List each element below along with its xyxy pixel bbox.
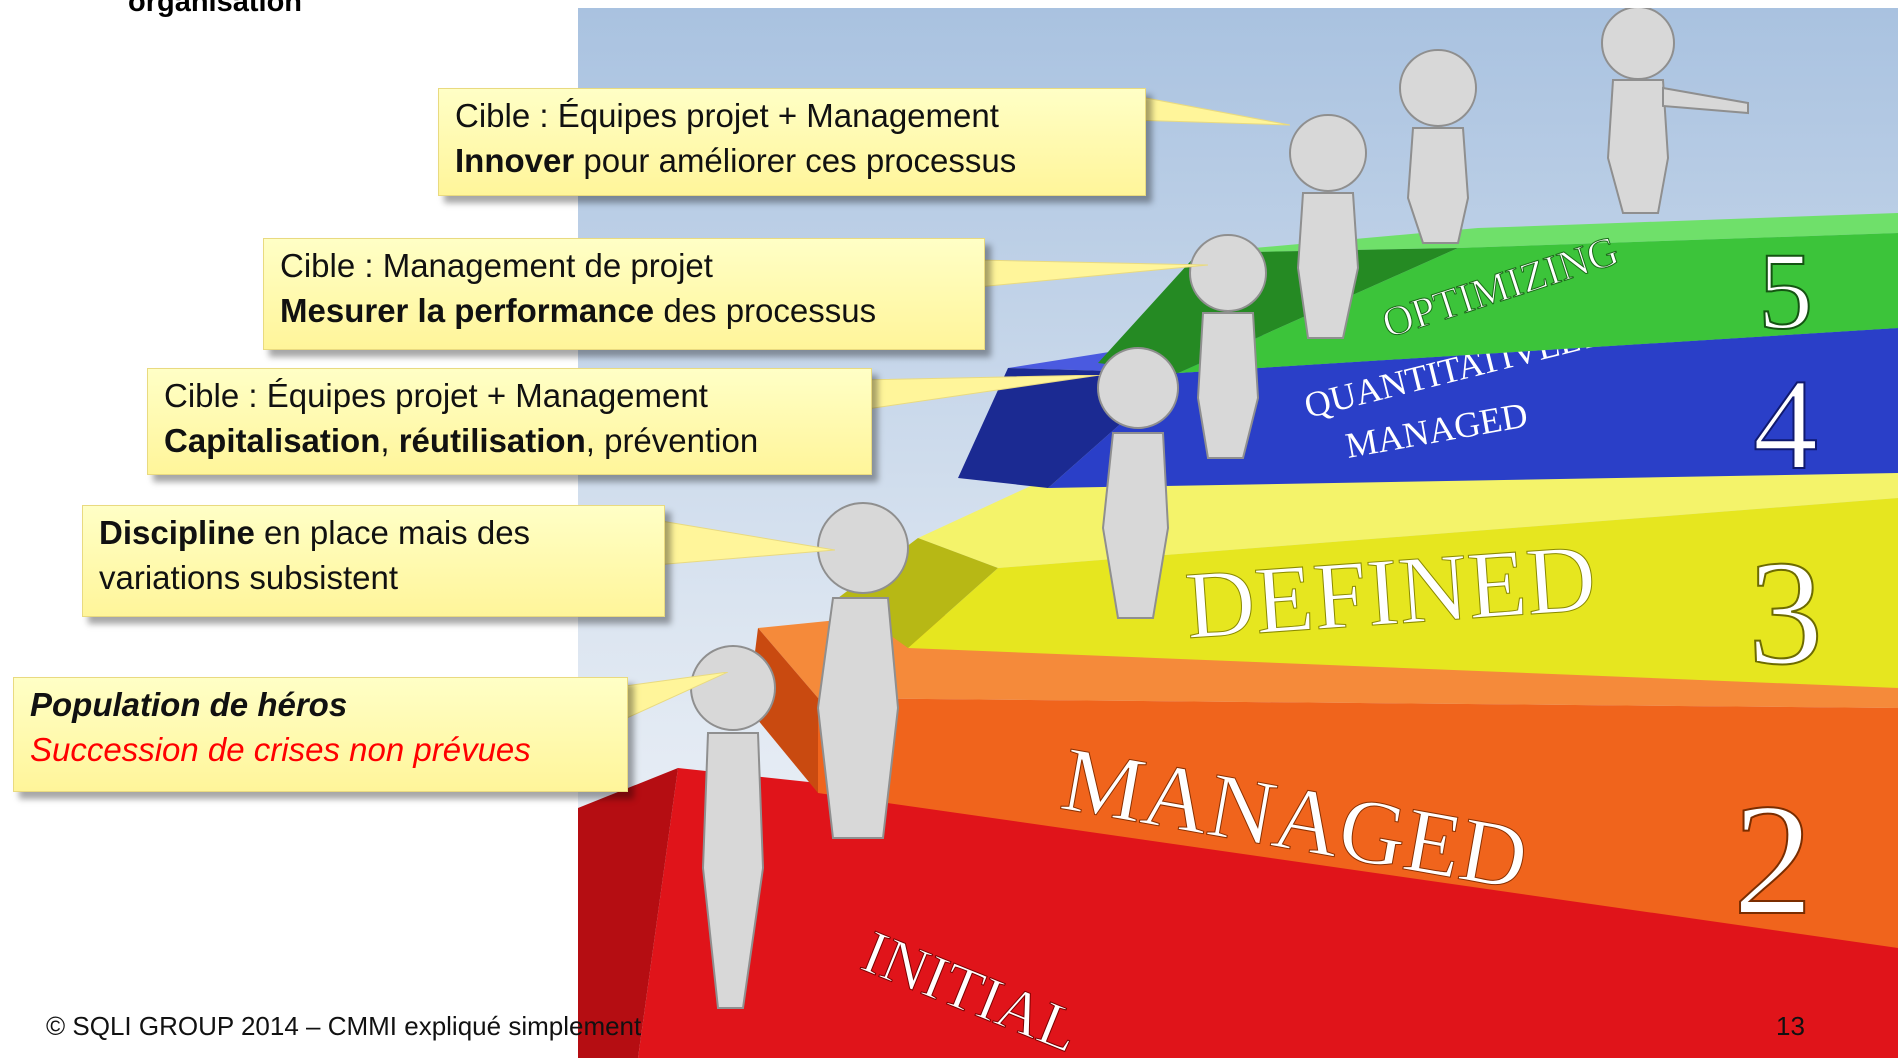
step-4-number: 4 (1753, 353, 1818, 497)
step-4-face (1048, 328, 1898, 488)
page-number: 13 (1776, 1011, 1805, 1041)
step-2-face (818, 698, 1898, 948)
callout-level-2-tail (655, 519, 835, 566)
callout-level-3-tail (860, 375, 1100, 411)
callout-level-3-separator: , (380, 422, 399, 459)
step-5-face (1178, 233, 1898, 373)
figure-level-1 (690, 645, 776, 1009)
callout-level-3-text: , prévention (585, 422, 759, 459)
callout-level-1-title: Population de héros (30, 686, 348, 723)
callout-level-4-text: des processus (654, 292, 877, 329)
callout-level-1-tail (618, 672, 728, 723)
callout-level-4-tail (978, 259, 1208, 288)
figure-level-3 (1097, 347, 1179, 619)
step-1-top (638, 768, 1898, 1058)
step-5-number: 5 (1758, 230, 1813, 352)
callout-level-1: Population de héros Succession de crises… (13, 677, 628, 792)
step-3-number: 3 (1748, 530, 1823, 696)
slide-heading: organisation (128, 0, 303, 18)
callout-level-5-tail (1130, 94, 1290, 126)
callout-level-2-text-2: variations subsistent (99, 559, 398, 596)
step-3-face (908, 498, 1898, 688)
figure-level-5a (1289, 114, 1367, 339)
callout-level-2: Discipline en place mais des variations … (82, 505, 665, 617)
callout-level-5-keyword: Innover (455, 142, 575, 179)
figure-level-5b (1399, 49, 1477, 244)
cmmi-staircase-illustration: INITIAL MANAGED 2 DEFINED 3 QUANTITATIVE… (578, 8, 1898, 1058)
callout-level-4-target: Cible : Management de projet (280, 247, 713, 284)
figure-level-4 (1189, 234, 1267, 459)
callout-level-1-text: Succession de crises non prévues (30, 731, 531, 768)
callout-level-2-text: en place mais des (254, 514, 531, 551)
footer-copyright: © SQLI GROUP 2014 – CMMI expliqué simple… (46, 1011, 642, 1041)
callout-level-3-target: Cible : Équipes projet + Management (164, 377, 708, 414)
step-1-face (578, 768, 678, 1058)
figure-level-5c (1601, 8, 1749, 214)
callout-level-2-keyword: Discipline (99, 514, 255, 551)
callout-level-3-keyword-1: Capitalisation (164, 422, 381, 459)
callout-level-5: Cible : Équipes projet + Management Inno… (438, 88, 1146, 196)
step-2-number: 2 (1733, 770, 1813, 948)
callout-level-5-text: pour améliorer ces processus (574, 142, 1017, 179)
callout-level-5-target: Cible : Équipes projet + Management (455, 97, 999, 134)
step-5-side (1098, 248, 1458, 373)
callout-level-3: Cible : Équipes projet + Management Capi… (147, 368, 872, 475)
callout-level-4: Cible : Management de projet Mesurer la … (263, 238, 985, 350)
step-5-top (1198, 213, 1898, 253)
figure-level-2 (816, 502, 909, 839)
callout-level-4-keyword: Mesurer la performance (280, 292, 655, 329)
callout-level-3-keyword-2: réutilisation (398, 422, 586, 459)
